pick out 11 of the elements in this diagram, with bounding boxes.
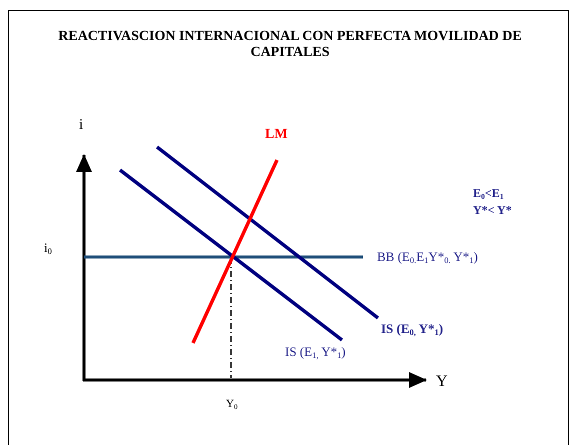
curve-label: IS (E$_{1,}$ Y*$_{1}$) <box>285 345 346 360</box>
axis-label: Y <box>436 373 448 391</box>
note-text: E$_{0}$<E$_{1}$ <box>473 187 504 200</box>
curve-label: IS (E$_{0,}$ Y*$_{1}$) <box>381 322 444 336</box>
diagram-title: REACTIVASCION INTERNACIONAL CON PERFECTA MOVILIDAD DE CAPITALES <box>57 29 523 61</box>
note-text: Y*< Y* <box>473 204 512 218</box>
axis-label: i$_{0}$ <box>44 241 52 256</box>
axis-label: i <box>79 117 84 134</box>
axis-label: Y$_{0}$ <box>226 398 238 410</box>
curve-label: BB (E$_{0.}$E$_{1}$Y*$_{0.}$ Y*$_{1}$) <box>377 250 478 264</box>
curve-label: LM <box>265 127 288 142</box>
